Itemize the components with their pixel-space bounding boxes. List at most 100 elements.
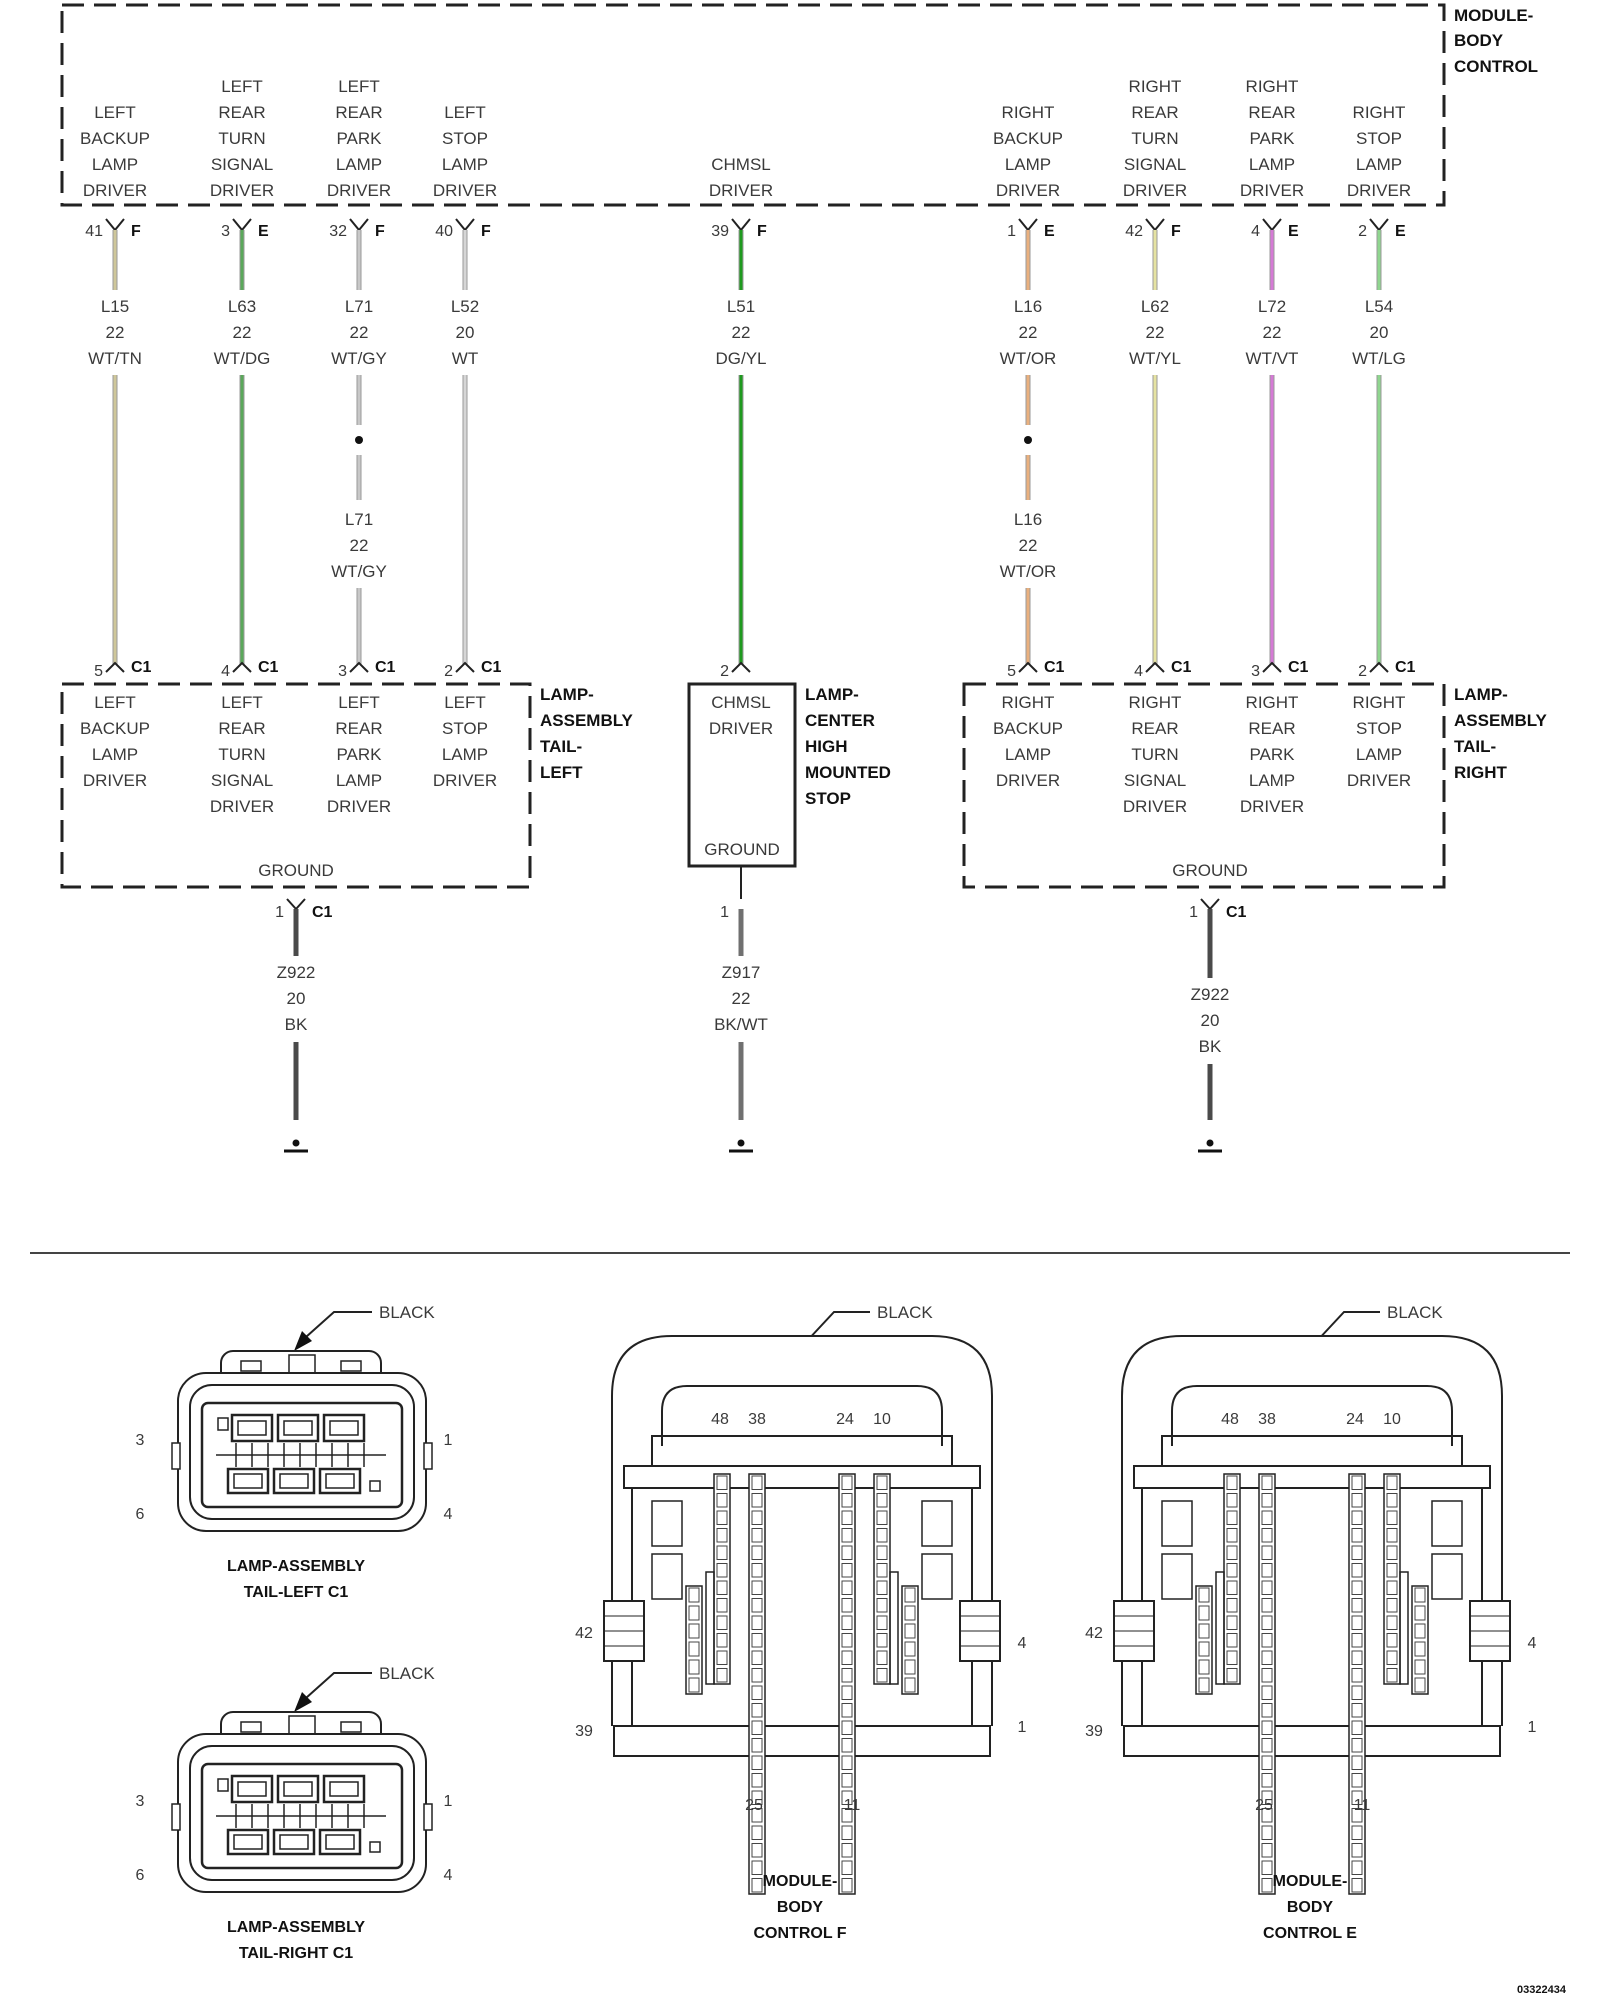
ground-terminal-symbol xyxy=(1200,898,1220,911)
connector-cavity xyxy=(688,1623,700,1639)
svg-text:BODY: BODY xyxy=(1454,31,1504,50)
ground-wire-gauge: 22 xyxy=(732,989,751,1008)
lamp-pin-function-label: REAR xyxy=(1248,719,1295,738)
lamp-terminal-symbol xyxy=(455,661,475,673)
connector-pin-number: 4 xyxy=(444,1867,453,1884)
connector-cavity xyxy=(751,1808,763,1823)
svg-text:LAMP-: LAMP- xyxy=(805,685,859,704)
connector-cavity xyxy=(1351,1860,1363,1875)
connector-body xyxy=(1141,1487,1483,1729)
connector-key xyxy=(217,1778,229,1792)
lamp-connector-id: C1 xyxy=(131,659,152,676)
connector-cavity xyxy=(1261,1598,1273,1613)
connector-cavity xyxy=(1351,1668,1363,1683)
ground-pin-number: 1 xyxy=(275,904,284,921)
svg-text:ASSEMBLY: ASSEMBLY xyxy=(540,711,634,730)
connector-pin-number: 42 xyxy=(575,1625,593,1642)
connector-hood-inner xyxy=(661,1385,943,1446)
connector-cavity xyxy=(1386,1545,1398,1560)
connector-cavity xyxy=(751,1545,763,1560)
wire-circuit-id: L71 xyxy=(345,297,373,316)
wire-circuit-id: L71 xyxy=(345,510,373,529)
connector-cavity xyxy=(1261,1528,1273,1543)
connector-cavity xyxy=(1351,1843,1363,1858)
connector-cavity xyxy=(841,1510,853,1525)
cavity-column xyxy=(901,1585,919,1695)
connector-cavity xyxy=(716,1598,728,1613)
connector-cavity xyxy=(1351,1703,1363,1718)
connector-terminal xyxy=(283,1420,313,1436)
lamp-terminal-symbol xyxy=(349,661,369,673)
connector-cavity xyxy=(1351,1685,1363,1700)
wire-circuit-id: L63 xyxy=(228,297,256,316)
connector-cavity xyxy=(1386,1563,1398,1578)
bcm-pin-number: 39 xyxy=(711,223,729,240)
connector-cavity xyxy=(1351,1878,1363,1893)
wire-circuit-id: L16 xyxy=(1014,297,1042,316)
connector-pin-number: 38 xyxy=(1258,1411,1276,1428)
lamp-pin-number: 3 xyxy=(1251,663,1260,680)
connector-cavity xyxy=(1351,1580,1363,1595)
bcm-pin-function-label: DRIVER xyxy=(1240,181,1304,200)
lamp-pin-function-label: STOP xyxy=(442,719,488,738)
bcm-connector-id: F xyxy=(757,223,767,240)
connector-cavity xyxy=(751,1878,763,1893)
lamp-pin-function-label: DRIVER xyxy=(1240,797,1304,816)
lamp-pin-number: 5 xyxy=(94,663,103,680)
connector-latch-tab xyxy=(340,1360,362,1372)
connector-cavity xyxy=(1414,1641,1426,1657)
cavity-column xyxy=(748,1473,766,1895)
bcm-pin-function-label: REAR xyxy=(1248,103,1295,122)
connector-cavity xyxy=(1386,1650,1398,1665)
connector-cavity xyxy=(1386,1598,1398,1613)
bcm-pin-number: 32 xyxy=(329,223,347,240)
connector-cavity xyxy=(688,1677,700,1693)
bcm-pin-number: 4 xyxy=(1251,223,1260,240)
lamp-pin-function-label: SIGNAL xyxy=(211,771,273,790)
svg-text:STOP: STOP xyxy=(805,789,851,808)
ground-circuit-id: Z922 xyxy=(1191,985,1230,1004)
svg-text:CENTER: CENTER xyxy=(805,711,875,730)
connector-pin-number: 10 xyxy=(873,1411,891,1428)
wire-gauge: 22 xyxy=(106,323,125,342)
connector-pin-number: 4 xyxy=(1528,1635,1537,1652)
cavity-column xyxy=(713,1473,731,1685)
connector-caption: CONTROL E xyxy=(1263,1925,1357,1942)
connector-cavity xyxy=(876,1598,888,1613)
connector-pin-number: 10 xyxy=(1383,1411,1401,1428)
connector-pin-number: 24 xyxy=(1346,1411,1364,1428)
bcm-pin-function-label: DRIVER xyxy=(709,181,773,200)
bcm-pin-function-label: LAMP xyxy=(1005,155,1051,174)
connector-cavity xyxy=(1261,1738,1273,1753)
bcm-connector-id: F xyxy=(1171,223,1181,240)
connector-cavity xyxy=(841,1563,853,1578)
connector-cavity xyxy=(1261,1790,1273,1805)
connector-cavity xyxy=(1386,1510,1398,1525)
connector-cavity xyxy=(751,1790,763,1805)
svg-text:ASSEMBLY: ASSEMBLY xyxy=(1454,711,1548,730)
bcm-pin-function-label: STOP xyxy=(1356,129,1402,148)
bcm-pin-function-label: SIGNAL xyxy=(1124,155,1186,174)
connector-cavity xyxy=(716,1633,728,1648)
connector-cavity xyxy=(841,1615,853,1630)
connector-pin-number: 1 xyxy=(444,1793,453,1810)
connector-cavity xyxy=(876,1475,888,1490)
lamp-pin-number: 2 xyxy=(720,663,729,680)
wire-gauge: 20 xyxy=(456,323,475,342)
wire-gauge: 22 xyxy=(1263,323,1282,342)
cavity-column xyxy=(838,1473,856,1895)
wire-color-code: WT/YL xyxy=(1129,349,1181,368)
connector-cavity xyxy=(716,1493,728,1508)
connector-cavity xyxy=(1261,1545,1273,1560)
connector-ledge xyxy=(1133,1465,1491,1489)
connector-cavity xyxy=(1351,1825,1363,1840)
connector-cavity xyxy=(1198,1659,1210,1675)
connector-caption: MODULE- xyxy=(763,1873,838,1890)
connector-cavity xyxy=(876,1668,888,1683)
connector-cavity xyxy=(1351,1528,1363,1543)
ground-wire-color: BK/WT xyxy=(714,1015,768,1034)
connector-ear xyxy=(423,1803,433,1831)
